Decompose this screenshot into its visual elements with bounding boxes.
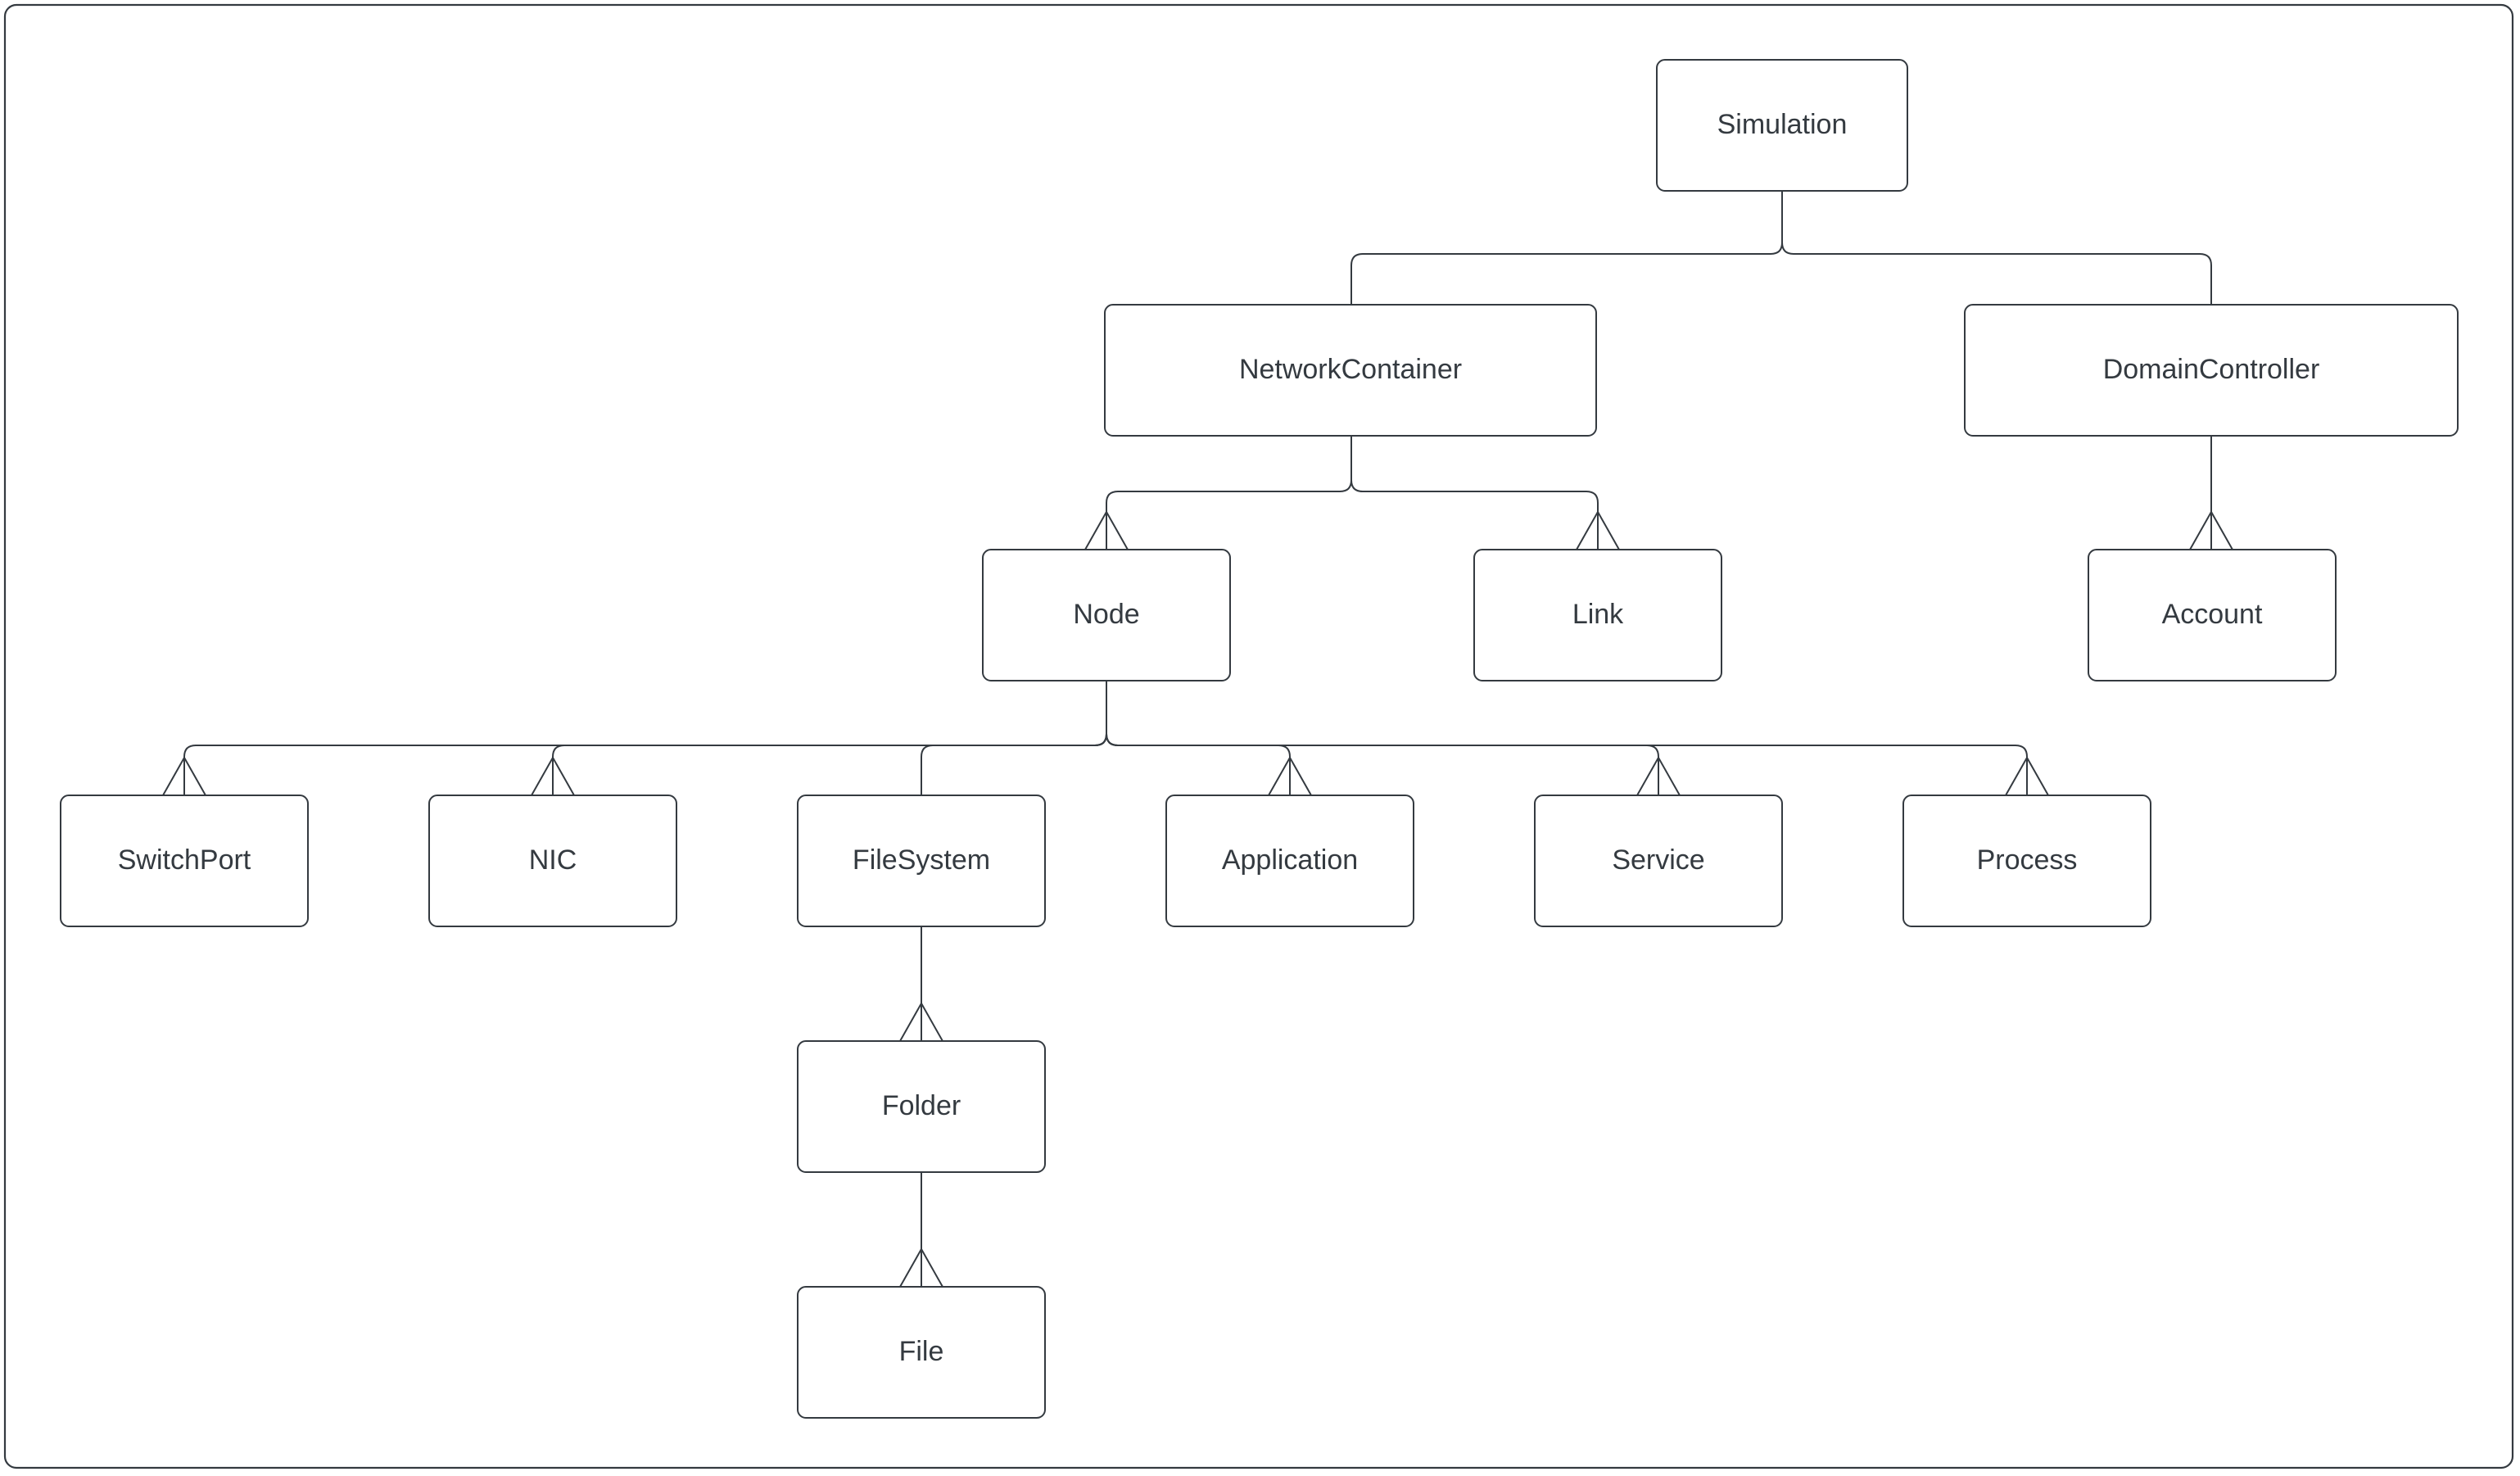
class-node-label-service: Service [1612,844,1704,876]
arrow-file-icon [899,1248,943,1288]
class-node-application[interactable]: Application [1165,795,1414,927]
edge-networkcontainer-to-link [1350,436,1599,550]
arrow-nic-icon [531,757,575,796]
class-node-label-networkcontainer: NetworkContainer [1239,354,1462,385]
class-node-file[interactable]: File [797,1286,1046,1419]
class-node-label-domaincontroller: DomainController [2103,354,2320,385]
class-node-process[interactable]: Process [1902,795,2151,927]
class-node-label-account: Account [2162,599,2263,630]
arrow-node-icon [1084,511,1129,550]
arrow-folder-icon [899,1003,943,1042]
class-node-box-nic[interactable] [428,795,677,927]
arrow-application-icon [1268,757,1312,796]
class-node-label-nic: NIC [529,844,577,876]
class-node-box-domaincontroller[interactable] [1964,304,2459,437]
arrow-switchport-icon [162,757,206,796]
class-node-nic[interactable]: NIC [428,795,677,927]
class-node-box-link[interactable] [1473,549,1722,681]
class-node-label-switchport: SwitchPort [118,844,251,876]
diagram-frame [3,3,2514,1469]
class-node-box-application[interactable] [1165,795,1414,927]
edge-layer [183,191,2212,1287]
edge-node-to-application [1106,681,1291,795]
edge-networkcontainer-to-node [1106,436,1352,550]
class-node-box-filesystem[interactable] [797,795,1046,927]
class-node-folder[interactable]: Folder [797,1040,1046,1173]
class-node-box-simulation[interactable] [1656,59,1908,192]
edge-simulation-to-networkcontainer [1350,191,1783,305]
class-node-node[interactable]: Node [982,549,1231,681]
class-node-label-node: Node [1073,599,1139,630]
class-node-box-service[interactable] [1534,795,1783,927]
class-node-service[interactable]: Service [1534,795,1783,927]
class-node-label-application: Application [1222,844,1358,876]
class-node-simulation[interactable]: Simulation [1656,59,1908,192]
class-node-label-folder: Folder [882,1090,961,1121]
edge-node-to-process [1106,681,2028,795]
arrow-head-layer [162,511,2233,1288]
arrow-process-icon [2005,757,2049,796]
class-node-label-filesystem: FileSystem [853,844,990,876]
edge-node-to-nic [552,681,1107,795]
class-node-box-switchport[interactable] [60,795,309,927]
edge-node-to-filesystem [921,681,1107,795]
class-node-link[interactable]: Link [1473,549,1722,681]
class-node-box-networkcontainer[interactable] [1104,304,1597,437]
edge-simulation-to-domaincontroller [1781,191,2212,305]
arrow-account-icon [2189,511,2233,550]
class-node-box-account[interactable] [2088,549,2337,681]
class-node-label-process: Process [1977,844,2078,876]
edge-node-to-service [1106,681,1659,795]
class-node-filesystem[interactable]: FileSystem [797,795,1046,927]
class-node-domaincontroller[interactable]: DomainController [1964,304,2459,437]
class-node-box-folder[interactable] [797,1040,1046,1173]
class-node-box-node[interactable] [982,549,1231,681]
arrow-link-icon [1576,511,1620,550]
class-node-label-link: Link [1572,599,1624,630]
class-node-box-file[interactable] [797,1286,1046,1419]
class-node-networkcontainer[interactable]: NetworkContainer [1104,304,1597,437]
class-node-label-file: File [899,1336,944,1367]
diagram-frame-border [3,3,2514,1469]
edge-node-to-switchport [183,681,1107,795]
arrow-service-icon [1636,757,1681,796]
class-node-switchport[interactable]: SwitchPort [60,795,309,927]
class-node-label-simulation: Simulation [1717,109,1848,140]
class-node-box-process[interactable] [1902,795,2151,927]
class-node-account[interactable]: Account [2088,549,2337,681]
